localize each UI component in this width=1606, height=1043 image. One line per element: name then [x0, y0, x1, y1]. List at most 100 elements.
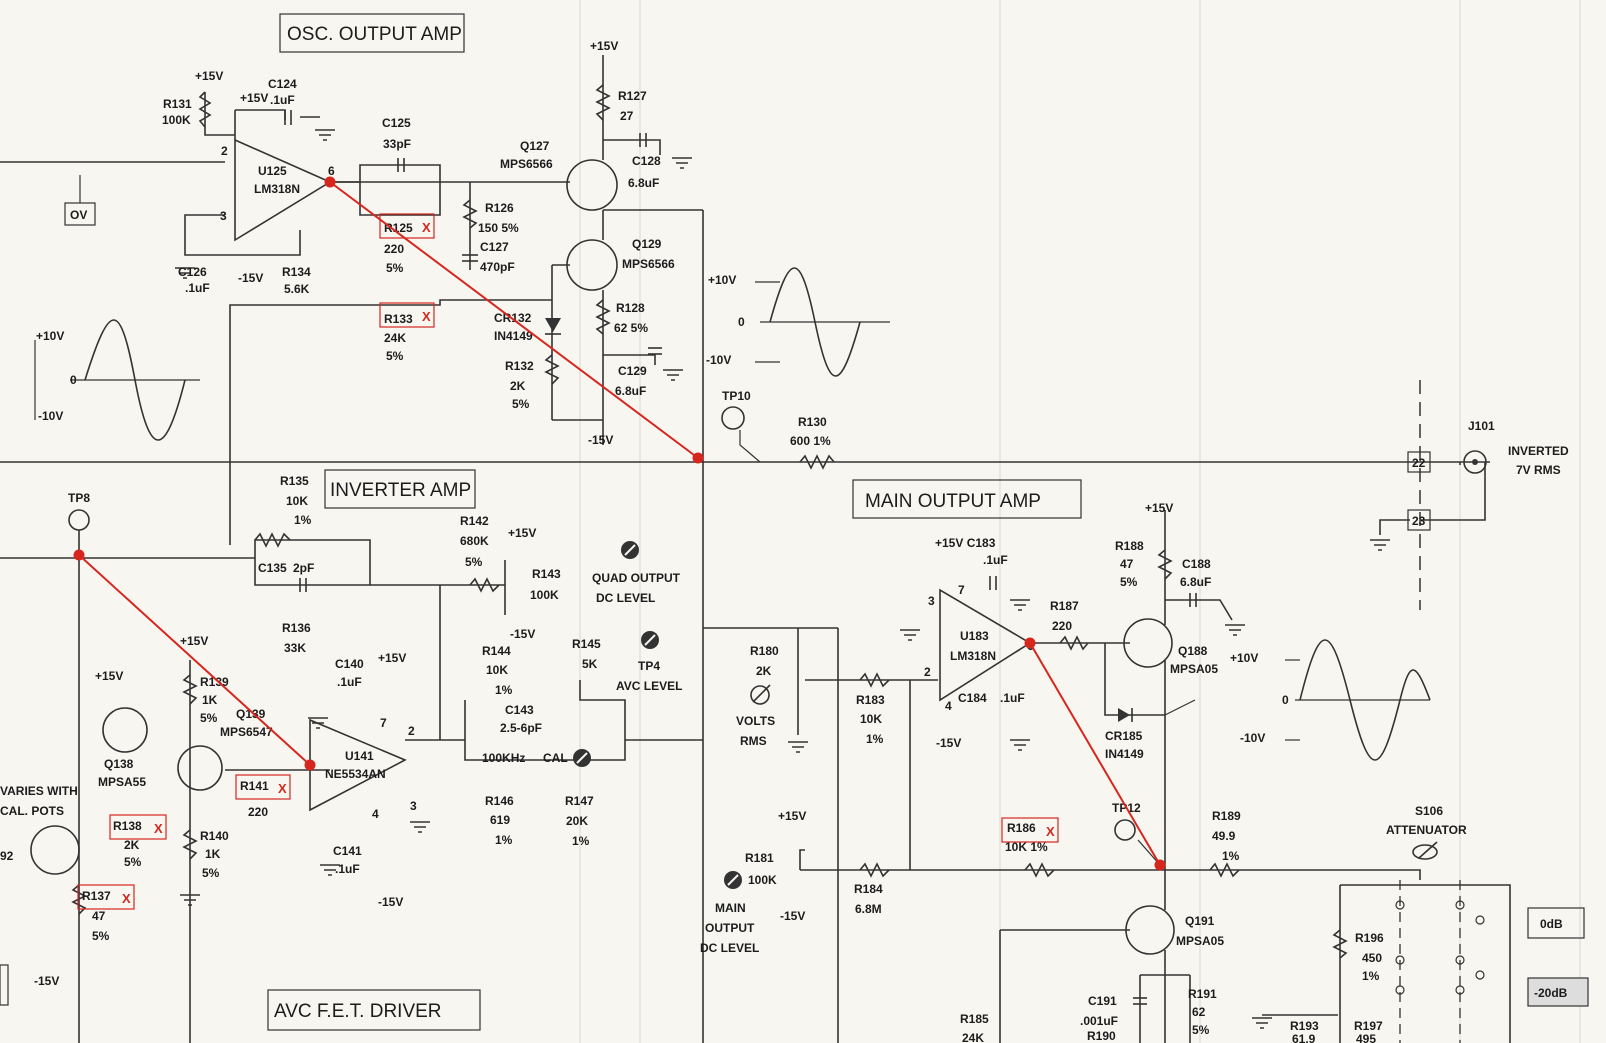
c135-value: 2pF	[293, 561, 314, 575]
ground-symbols	[175, 129, 1390, 1029]
r142-label: R142	[460, 514, 489, 528]
odb-box	[1527, 907, 1585, 939]
avc-fet-driver-title: AVC F.E.T. DRIVER	[274, 1001, 442, 1022]
volts-rms-pot-icon	[750, 684, 771, 705]
cal-label: CAL	[543, 751, 568, 765]
r134-label: R134	[282, 265, 311, 279]
r127-label: R127	[618, 89, 647, 103]
r196-value: 450	[1362, 951, 1382, 965]
c188-label: C188	[1182, 557, 1211, 571]
c141-label: C141	[333, 844, 362, 858]
c191-label: C191	[1088, 994, 1117, 1008]
c125-value: 33pF	[383, 137, 411, 151]
r139-tol: 5%	[200, 711, 218, 725]
r130-label: R130	[798, 415, 827, 429]
r143-label: R143	[532, 567, 561, 581]
capacitors	[284, 110, 1197, 1005]
main-wave-neg10: -10V	[1240, 731, 1265, 745]
svg-text:2: 2	[408, 724, 415, 738]
r186-label: R186	[1007, 821, 1036, 835]
u183-opamp-symbol	[939, 588, 1032, 702]
cr132-value: IN4149	[494, 329, 533, 343]
u141-label: U141	[345, 749, 374, 763]
pos15-r139: +15V	[180, 634, 208, 648]
r144-label: R144	[482, 644, 511, 658]
q188-value: MPSA05	[1170, 662, 1218, 676]
red-node-u141-input	[304, 759, 316, 771]
red-box-r133	[379, 302, 435, 328]
r136-value: 33K	[284, 641, 306, 655]
pos15-r131: +15V	[195, 69, 223, 83]
q138-symbol	[102, 707, 148, 753]
q191-value: MPSA05	[1176, 934, 1224, 948]
r187-value: 220	[1052, 619, 1072, 633]
s106-knob-icon	[1412, 841, 1438, 860]
tp4-label: TP4	[638, 659, 660, 673]
transistors	[30, 159, 1175, 955]
q129-label: Q129	[632, 237, 662, 251]
component-labels: +15V +15V +15V C124 .1uF R131 100K 2 3 6…	[0, 39, 1569, 1043]
tp12-icon	[1114, 819, 1136, 841]
c129-label: C129	[618, 364, 647, 378]
q192-ref: 92	[0, 849, 14, 863]
main-dc-level-label: DC LEVEL	[700, 941, 759, 955]
red-node-u183-output	[1024, 637, 1036, 649]
r137-label: R137	[82, 889, 111, 903]
osc-wave-pos10: +10V	[708, 273, 736, 287]
u125-opamp-symbol	[234, 138, 332, 242]
u183-value: LM318N	[950, 649, 996, 663]
r189-value: 49.9	[1212, 829, 1236, 843]
red-node-r186-junction	[1154, 859, 1166, 871]
c126-value: .1uF	[185, 281, 210, 295]
r183-label: R183	[856, 693, 885, 707]
pos15-q138: +15V	[95, 669, 123, 683]
svg-text:3: 3	[410, 799, 417, 813]
c125-label: C125	[382, 116, 411, 130]
tp8-label: TP8	[68, 491, 90, 505]
r188-value: 47	[1120, 557, 1134, 571]
red-connection-line-2	[78, 554, 311, 766]
osc-wave-zero: 0	[738, 315, 745, 329]
r183-tol: 1%	[866, 732, 884, 746]
background-parts-table	[579, 0, 1581, 1043]
svg-text:7: 7	[958, 583, 965, 597]
r190-label: R190	[1087, 1029, 1116, 1043]
r126-value: 150 5%	[478, 221, 519, 235]
r196-tol: 1%	[1362, 969, 1380, 983]
c141-value: .1uF	[335, 862, 360, 876]
q139-label: Q139	[236, 707, 266, 721]
varies-with-label: VARIES WITH	[0, 784, 78, 798]
pin-22-box	[1407, 451, 1431, 473]
q139-value: MPS6547	[220, 725, 273, 739]
rms-label: RMS	[740, 734, 767, 748]
q138-value: MPSA55	[98, 775, 146, 789]
c183-value: .1uF	[983, 553, 1008, 567]
red-box-r141	[235, 774, 291, 800]
u141-opamp-symbol	[309, 718, 407, 812]
r131-label: R131	[163, 97, 192, 111]
r187-label: R187	[1050, 599, 1079, 613]
r125-label: R125	[384, 221, 413, 235]
cal-trim-icon	[573, 749, 591, 767]
inv-wave-zero: 0	[70, 373, 77, 387]
cr185-label: CR185	[1105, 729, 1143, 743]
r144-value: 10K	[486, 663, 508, 677]
svg-text:6: 6	[328, 164, 335, 178]
s106-value: ATTENUATOR	[1386, 823, 1467, 837]
j101-connector-icon	[1463, 450, 1487, 474]
r139-value: 1K	[202, 693, 218, 707]
r185-value: 24K	[962, 1031, 984, 1043]
red-connection-line-1	[329, 181, 699, 459]
q192-symbol	[30, 825, 80, 875]
main-label: MAIN	[715, 901, 746, 915]
r189-label: R189	[1212, 809, 1241, 823]
r142-value: 680K	[460, 534, 489, 548]
quad-dc-level-label: DC LEVEL	[596, 591, 655, 605]
r145-label: R145	[572, 637, 601, 651]
r184-label: R184	[854, 882, 883, 896]
osc-output-amp-title: OSC. OUTPUT AMP	[287, 24, 462, 45]
r191-tol: 5%	[1192, 1023, 1210, 1037]
q188-label: Q188	[1178, 644, 1208, 658]
osc-wave-neg10: -10V	[706, 353, 731, 367]
main-wave-pos10: +10V	[1230, 651, 1258, 665]
